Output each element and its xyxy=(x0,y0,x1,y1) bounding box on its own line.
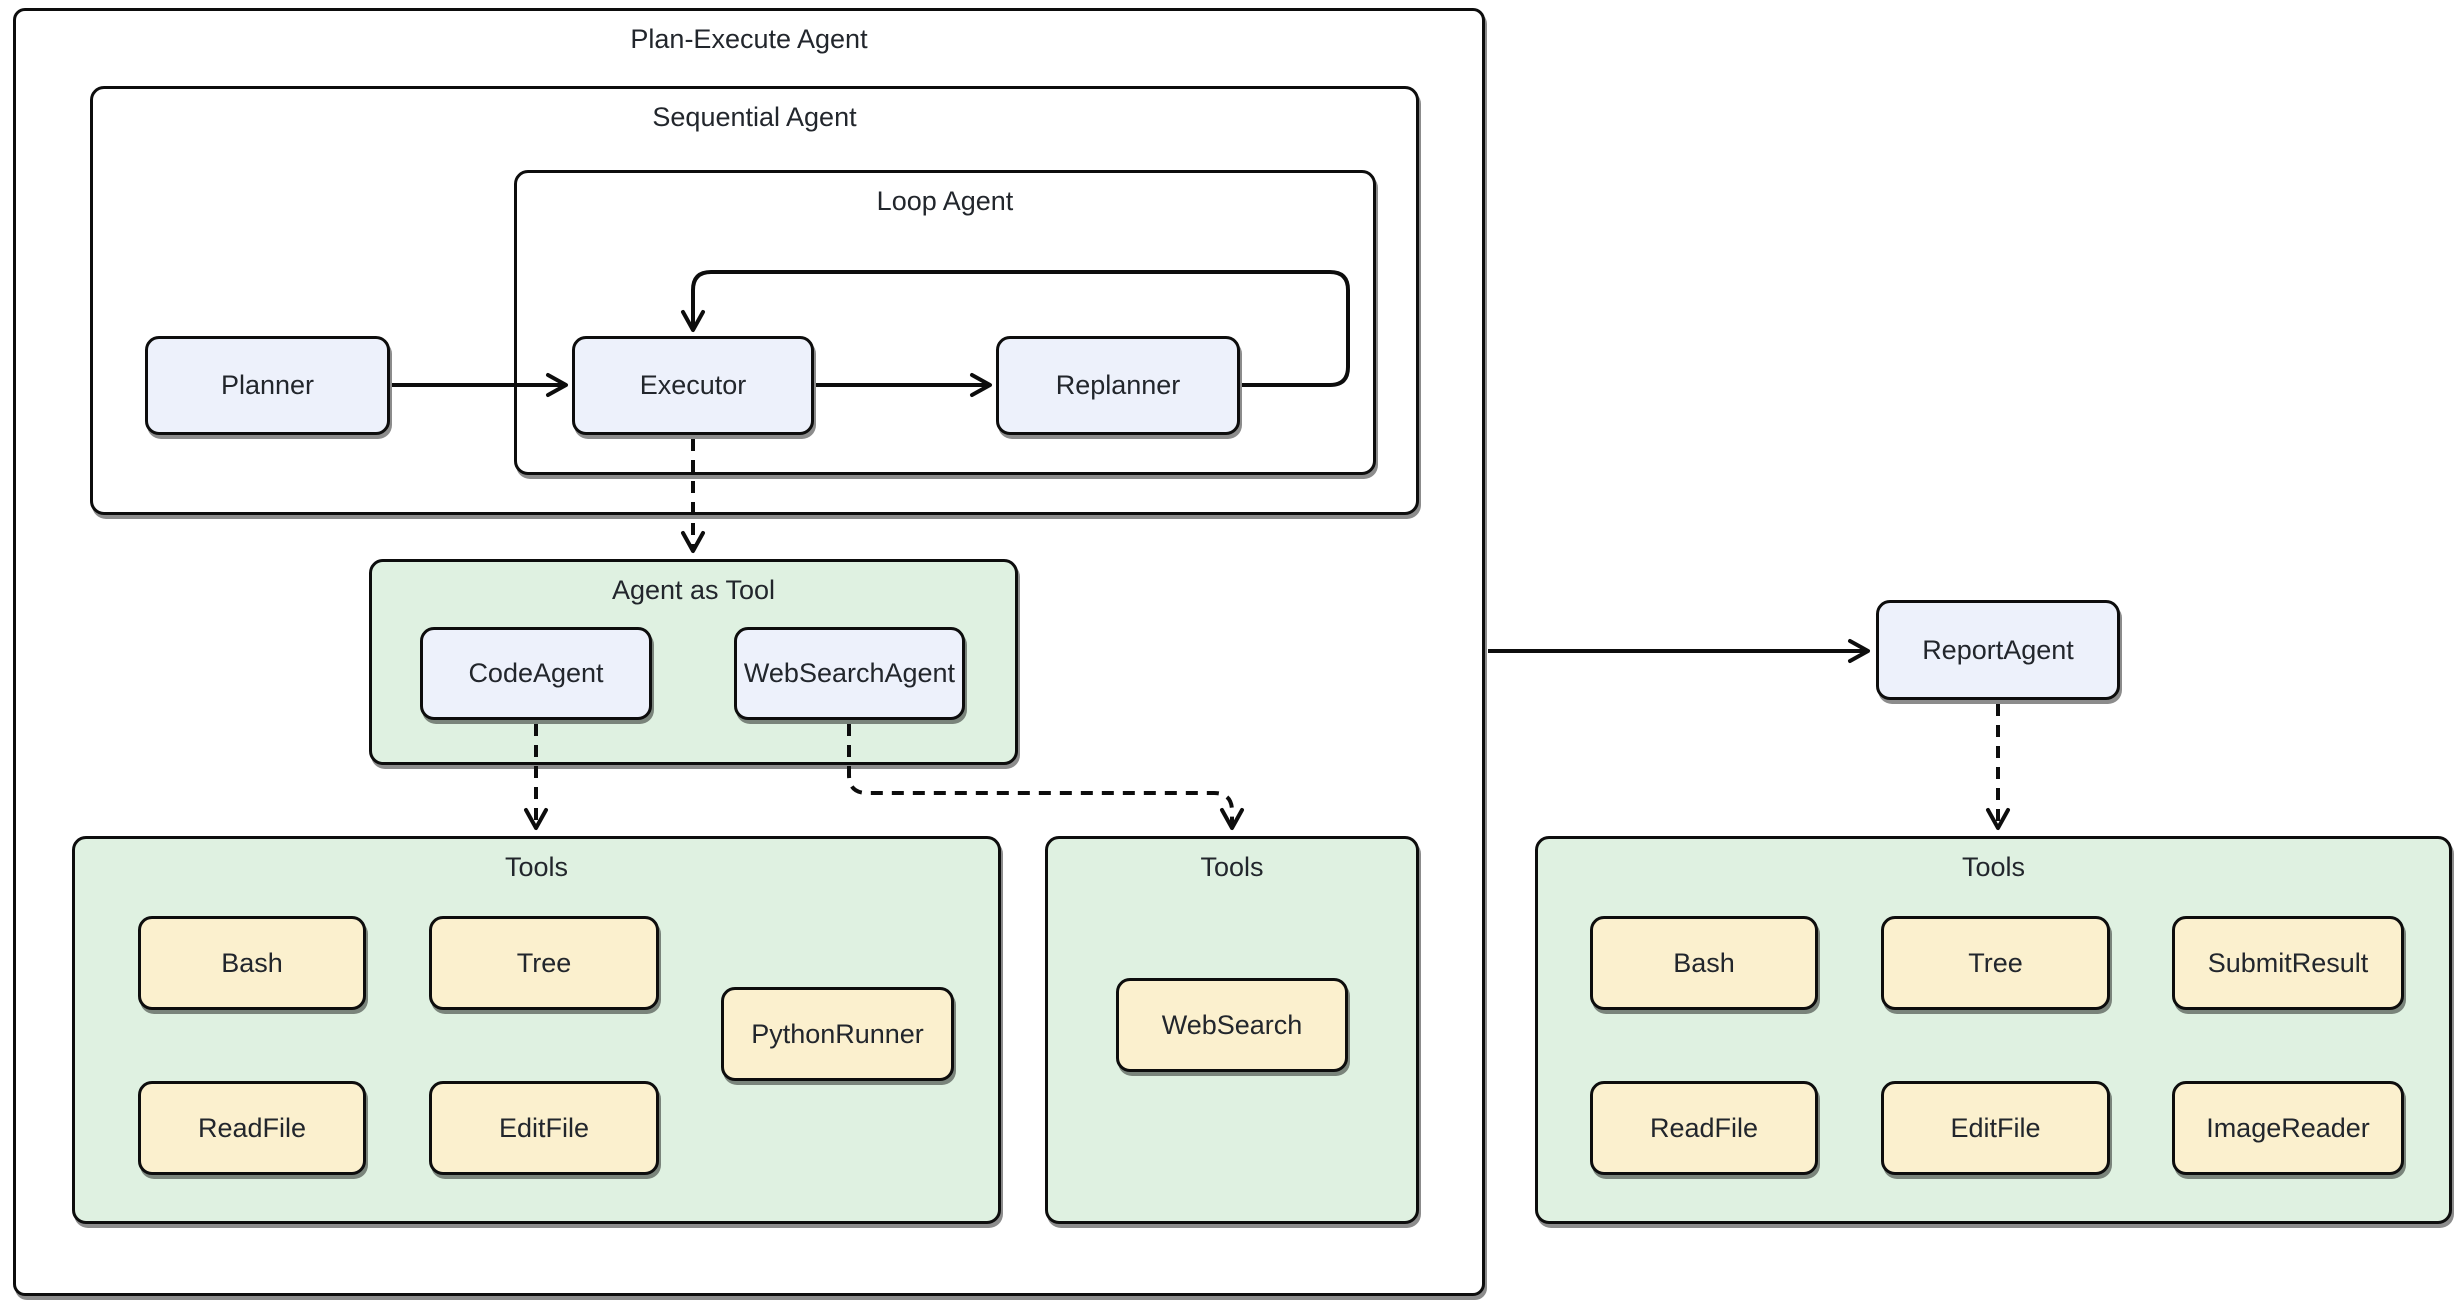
sequential-agent-title: Sequential Agent xyxy=(652,102,857,132)
node-planner: Planner xyxy=(145,336,390,435)
node-tool-edit-file-right: EditFile xyxy=(1881,1081,2110,1175)
agent-as-tool-title: Agent as Tool xyxy=(611,575,776,605)
node-tool-python-runner: PythonRunner xyxy=(721,987,954,1081)
tools-left-title: Tools xyxy=(504,852,569,882)
loop-agent-title: Loop Agent xyxy=(876,186,1014,216)
node-report-agent: ReportAgent xyxy=(1876,600,2120,700)
node-tool-tree-right: Tree xyxy=(1881,916,2110,1010)
node-tool-bash-left: Bash xyxy=(138,916,366,1010)
node-tool-read-file-right: ReadFile xyxy=(1590,1081,1818,1175)
tools-right-title: Tools xyxy=(1961,852,2026,882)
node-code-agent: CodeAgent xyxy=(420,627,652,720)
node-tool-edit-file-left: EditFile xyxy=(429,1081,659,1175)
plan-execute-agent-title: Plan-Execute Agent xyxy=(630,24,868,54)
node-tool-read-file-left: ReadFile xyxy=(138,1081,366,1175)
tools-middle-title: Tools xyxy=(1200,852,1264,882)
node-tool-web-search: WebSearch xyxy=(1116,978,1348,1072)
node-tool-bash-right: Bash xyxy=(1590,916,1818,1010)
node-replanner: Replanner xyxy=(996,336,1240,435)
node-tool-image-reader: ImageReader xyxy=(2172,1081,2404,1175)
node-web-search-agent: WebSearchAgent xyxy=(734,627,965,720)
node-tool-submit-result: SubmitResult xyxy=(2172,916,2404,1010)
node-executor: Executor xyxy=(572,336,814,435)
node-tool-tree-left: Tree xyxy=(429,916,659,1010)
